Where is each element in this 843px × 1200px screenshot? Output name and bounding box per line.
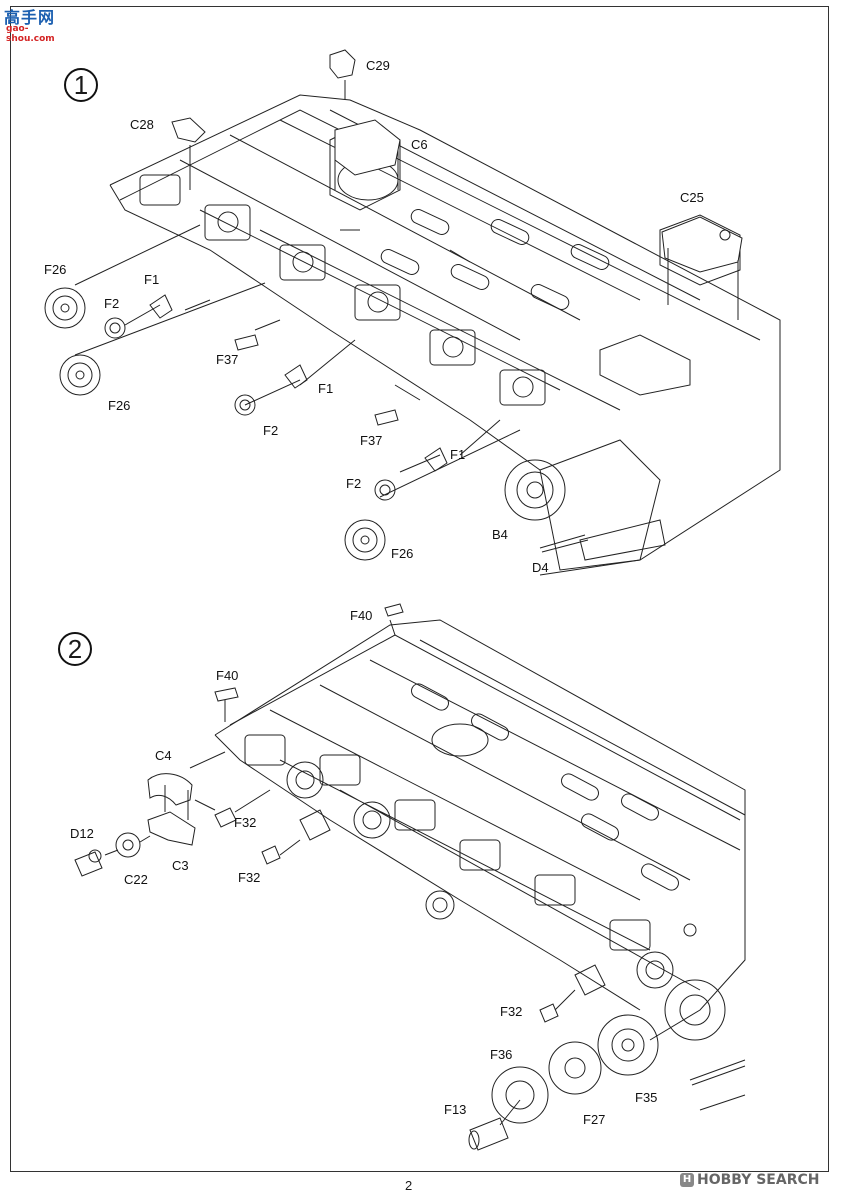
part-label-f27: F27 xyxy=(583,1112,606,1127)
part-label-f32-c: F32 xyxy=(500,1004,523,1019)
watermark-text: HOBBY SEARCH xyxy=(697,1172,820,1188)
part-label-d12: D12 xyxy=(70,826,94,841)
part-label-f40-a: F40 xyxy=(350,608,373,623)
part-label-f1-b: F1 xyxy=(318,381,334,396)
part-label-f2-b: F2 xyxy=(263,423,279,438)
part-label-c29: C29 xyxy=(366,58,390,73)
part-label-f32-b: F32 xyxy=(238,870,261,885)
step2-hull-diagram xyxy=(214,619,746,1111)
step1-parts xyxy=(44,287,589,561)
step-number-2: 2 xyxy=(58,632,92,666)
step1-hull-diagram xyxy=(74,49,781,576)
part-label-f26-c: F26 xyxy=(391,546,414,561)
part-label-c28: C28 xyxy=(130,117,154,132)
part-label-b4: B4 xyxy=(492,527,508,542)
part-label-d4: D4 xyxy=(532,560,549,575)
part-label-f26-a: F26 xyxy=(44,262,67,277)
part-label-c4: C4 xyxy=(155,748,172,763)
part-label-f37-a: F37 xyxy=(216,352,239,367)
part-label-f40-b: F40 xyxy=(216,668,239,683)
site-logo-url: gao-shou.com xyxy=(6,24,55,44)
part-label-f1-a: F1 xyxy=(144,272,160,287)
site-logo-text: 高手网 xyxy=(4,8,56,27)
part-label-f26-b: F26 xyxy=(108,398,131,413)
site-logo: 高手网 gao-shou.com xyxy=(4,4,68,44)
part-label-f37-b: F37 xyxy=(360,433,383,448)
step-number-1: 1 xyxy=(64,68,98,102)
part-label-f2-c: F2 xyxy=(346,476,362,491)
part-label-c22: C22 xyxy=(124,872,148,887)
part-label-f32-a: F32 xyxy=(234,815,257,830)
part-label-f13: F13 xyxy=(444,1102,467,1117)
part-label-c3: C3 xyxy=(172,858,189,873)
part-label-f1-c: F1 xyxy=(450,447,466,462)
step2-parts xyxy=(74,603,659,1151)
part-label-f36: F36 xyxy=(490,1047,513,1062)
page-frame xyxy=(10,6,829,1172)
part-label-f35: F35 xyxy=(635,1090,658,1105)
hobby-search-logo-icon: H xyxy=(680,1173,694,1187)
part-label-f2-a: F2 xyxy=(104,296,120,311)
page-number: 2 xyxy=(405,1178,413,1193)
part-label-c25: C25 xyxy=(680,190,704,205)
part-label-c6: C6 xyxy=(411,137,428,152)
